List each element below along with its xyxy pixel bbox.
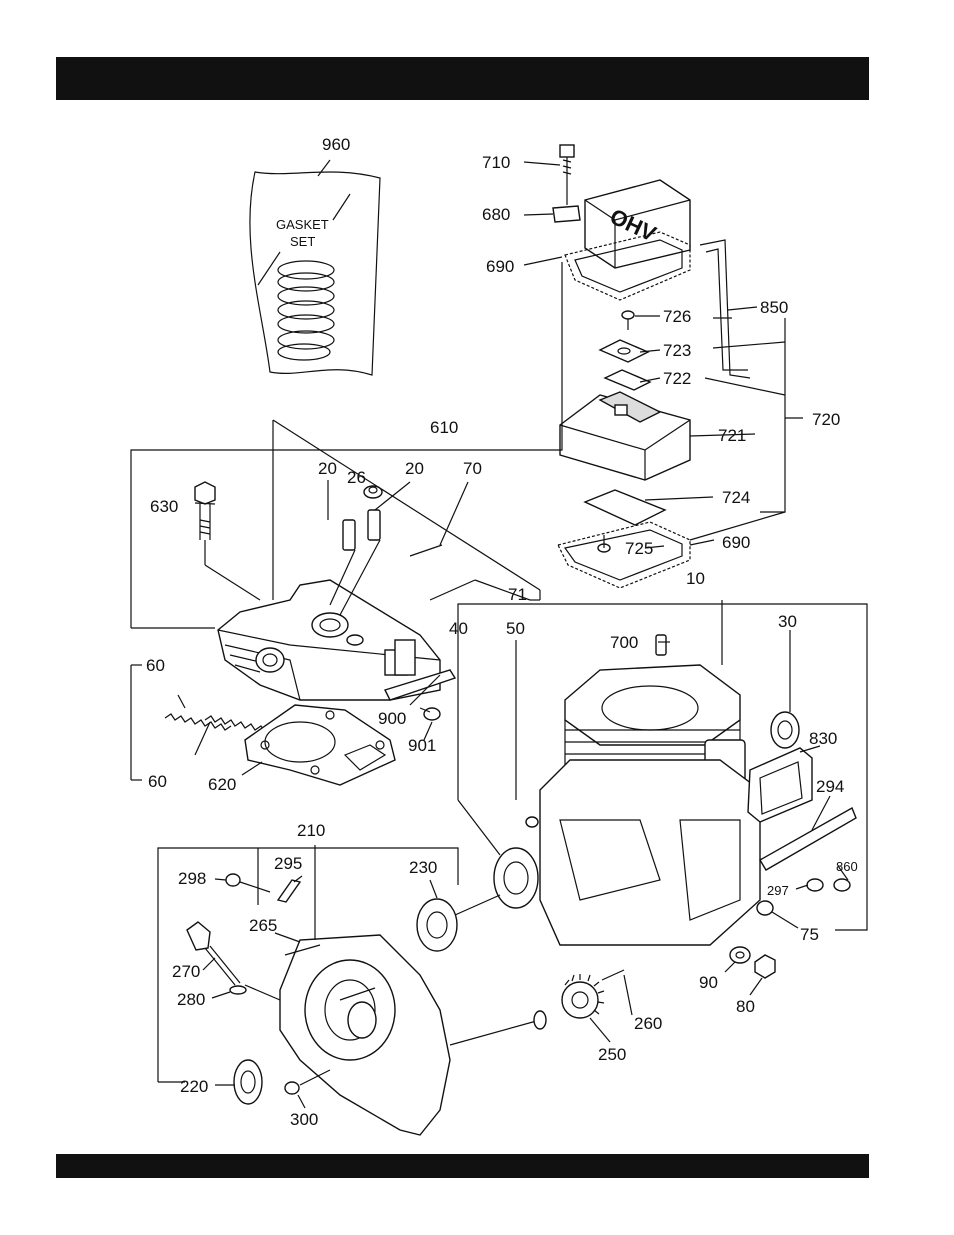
label-300: 300 [290, 1110, 318, 1129]
label-10: 10 [686, 569, 705, 588]
gasket-set-text-2: SET [290, 234, 315, 249]
cylinder-head-group [131, 262, 562, 785]
label-270: 270 [172, 962, 200, 981]
label-230: 230 [409, 858, 437, 877]
label-297: 297 [767, 883, 789, 898]
label-250: 250 [598, 1045, 626, 1064]
label-210: 210 [297, 821, 325, 840]
label-960: 960 [322, 135, 350, 154]
label-720: 720 [812, 410, 840, 429]
label-80: 80 [736, 997, 755, 1016]
gasket-set-text-1: GASKET [276, 217, 329, 232]
label-722: 722 [663, 369, 691, 388]
label-630: 630 [150, 497, 178, 516]
label-220: 220 [180, 1077, 208, 1096]
label-90: 90 [699, 973, 718, 992]
label-850: 850 [760, 298, 788, 317]
label-294: 294 [816, 777, 844, 796]
label-860: 860 [836, 859, 858, 874]
rocker-cover-group: OHV [553, 145, 750, 378]
label-20-left: 20 [318, 459, 337, 478]
label-280: 280 [177, 990, 205, 1009]
label-721: 721 [718, 426, 746, 445]
label-298: 298 [178, 869, 206, 888]
label-71: 71 [508, 585, 527, 604]
label-50: 50 [506, 619, 525, 638]
label-901: 901 [408, 736, 436, 755]
label-260: 260 [634, 1014, 662, 1033]
label-295: 295 [274, 854, 302, 873]
label-75: 75 [800, 925, 819, 944]
label-726: 726 [663, 307, 691, 326]
label-700: 700 [610, 633, 638, 652]
label-830: 830 [809, 729, 837, 748]
label-610: 610 [430, 418, 458, 437]
label-723: 723 [663, 341, 691, 360]
label-20-right: 20 [405, 459, 424, 478]
label-690-upper: 690 [486, 257, 514, 276]
label-725: 725 [625, 539, 653, 558]
label-30: 30 [778, 612, 797, 631]
crankcase-group [458, 604, 867, 978]
label-620: 620 [208, 775, 236, 794]
label-60-lower: 60 [148, 772, 167, 791]
label-40: 40 [449, 619, 468, 638]
label-60-upper: 60 [146, 656, 165, 675]
label-724: 724 [722, 488, 750, 507]
cam-gear [562, 974, 604, 1018]
label-690-lower: 690 [722, 533, 750, 552]
label-26: 26 [347, 468, 366, 487]
label-710: 710 [482, 153, 510, 172]
label-900: 900 [378, 709, 406, 728]
label-680: 680 [482, 205, 510, 224]
gasket-set-bag [250, 160, 380, 375]
label-70: 70 [463, 459, 482, 478]
label-265: 265 [249, 916, 277, 935]
